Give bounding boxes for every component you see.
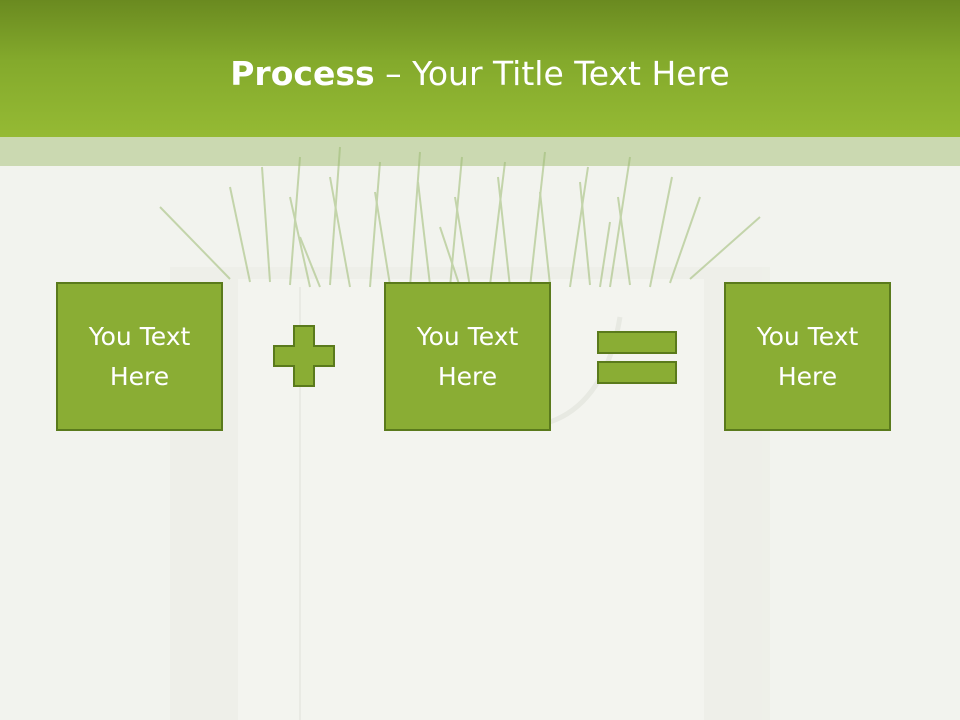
process-box-3[interactable]: You Text Here [724, 282, 891, 431]
title-underband [0, 137, 960, 166]
plus-icon [273, 325, 335, 387]
equals-icon [597, 331, 677, 384]
slide-title-rest: – Your Title Text Here [374, 54, 730, 93]
process-box-1[interactable]: You Text Here [56, 282, 223, 431]
slide-title: Process – Your Title Text Here [0, 52, 960, 96]
process-box-2-label: You Text Here [416, 321, 519, 391]
slide-title-bold: Process [230, 54, 375, 93]
process-box-2[interactable]: You Text Here [384, 282, 551, 431]
title-bar: Process – Your Title Text Here [0, 0, 960, 137]
process-box-3-label: You Text Here [756, 321, 859, 391]
process-box-1-label: You Text Here [88, 321, 191, 391]
